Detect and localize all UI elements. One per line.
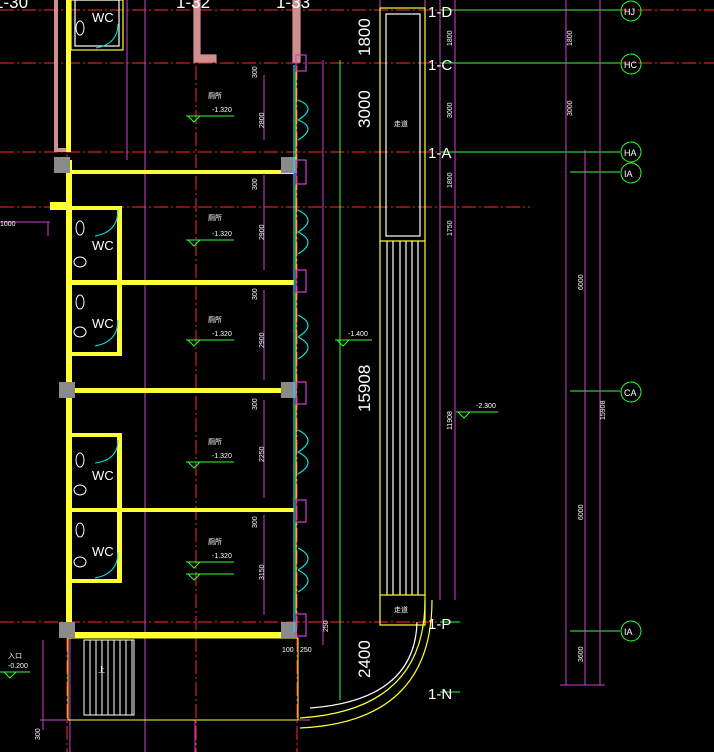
room-name: 厕所 (208, 437, 222, 446)
grid-label-top: 1-30 (0, 0, 28, 12)
door-dim: 300 (252, 288, 259, 300)
corridor-note: 走道 (394, 605, 408, 614)
axis-label-n: 1-N (428, 686, 452, 703)
room-level: -1.320 (212, 107, 232, 114)
stair-bottom (67, 637, 299, 721)
far-dim: 15908 (600, 400, 607, 420)
door-dim: 250 (323, 620, 330, 632)
wc-label: WC (92, 238, 114, 253)
far-dim: 6000 (578, 274, 585, 290)
far-dim: 3600 (578, 646, 585, 662)
room-annotations: 厕所 -1.320 厕所 -1.320 厕所 -1.320 厕所 -1.320 … (0, 91, 498, 679)
wc-fixtures (73, 20, 119, 579)
right-dim: 11908 (447, 411, 454, 430)
axis-label-a: 1-A (428, 145, 451, 162)
columns (54, 157, 297, 638)
right-dim: 3000 (447, 102, 454, 118)
far-dim: 3000 (567, 100, 574, 116)
corridor-level: -1.400 (348, 331, 368, 338)
door-dim: 2900 (259, 332, 266, 348)
axis-label-d: 1-D (428, 4, 452, 21)
magenta-lines (0, 0, 605, 752)
door-dim: 2900 (259, 224, 266, 240)
bubble-label: CA (624, 388, 637, 398)
top-wc-block (54, 0, 301, 152)
room-name: 厕所 (208, 537, 222, 546)
wc-labels: WC WC WC WC WC (92, 10, 114, 559)
door-dim: 300 (252, 178, 259, 190)
stair-label: 上 (98, 665, 105, 674)
bottom-dim: 100 (282, 647, 294, 654)
grid-label-top: 1-33 (276, 0, 310, 12)
entry-level: -0.200 (8, 663, 28, 670)
door-dim: 2250 (259, 446, 266, 462)
door-dim: 300 (252, 66, 259, 78)
bubble-label: HC (624, 60, 637, 70)
walls (50, 0, 294, 638)
exterior-wall-right (293, 54, 309, 637)
door-dim: 300 (252, 398, 259, 410)
wc-label: WC (92, 468, 114, 483)
dim-3000: 3000 (355, 90, 374, 128)
dim-1800: 1800 (355, 18, 374, 56)
top-grid-labels: 1-30 1-32 1-33 (0, 0, 310, 12)
axis-labels: 1-D 1-C 1-A 1-P 1-N (428, 4, 452, 703)
big-dims: 1800 3000 15908 2400 (339, 18, 374, 700)
bottom-dims: 100 250 300 (35, 647, 312, 740)
room-level: -1.320 (212, 331, 232, 338)
wc-label: WC (92, 10, 114, 25)
left-dim: 1000 (0, 221, 16, 228)
far-dim: 6000 (578, 504, 585, 520)
corridor-note: 走道 (394, 119, 408, 128)
wc-label: WC (92, 316, 114, 331)
wc-label: WC (92, 544, 114, 559)
grid-label-top: 1-32 (176, 0, 210, 12)
entry-label: 入口 (8, 652, 22, 660)
grid-bubbles: HJ HC HA IA CA IA (620, 0, 642, 642)
bubble-label: HJ (624, 7, 635, 17)
room-level: -1.320 (212, 453, 232, 460)
door-dim: 3150 (259, 564, 266, 580)
axis-label-c: 1-C (428, 57, 452, 74)
room-name: 厕所 (208, 213, 222, 222)
corridor-level: -2.300 (476, 403, 496, 410)
room-level: -1.320 (212, 553, 232, 560)
room-name: 厕所 (208, 315, 222, 324)
right-dim: 1800 (447, 172, 454, 188)
axis-label-p: 1-P (428, 616, 451, 633)
right-dim: 1750 (447, 220, 454, 236)
stair-corridor (299, 7, 433, 729)
far-dim: 1800 (567, 30, 574, 46)
bubble-label: HA (624, 148, 637, 158)
bottom-dim: 300 (35, 728, 42, 740)
bubble-label: IA (624, 169, 633, 179)
bubble-label: IA (624, 627, 633, 637)
door-dim: 2800 (259, 112, 266, 128)
bottom-dim: 250 (300, 647, 312, 654)
dim-15908: 15908 (355, 365, 374, 412)
room-name: 厕所 (208, 91, 222, 100)
right-dims: 1800 3000 1800 1750 11908 1800 3000 6000… (447, 30, 607, 662)
door-dim: 300 (252, 516, 259, 528)
dim-2400: 2400 (355, 640, 374, 678)
door-dims: 300 2800 300 2900 300 2900 300 2250 300 … (252, 66, 330, 632)
room-level: -1.320 (212, 231, 232, 238)
right-dim: 1800 (447, 30, 454, 46)
